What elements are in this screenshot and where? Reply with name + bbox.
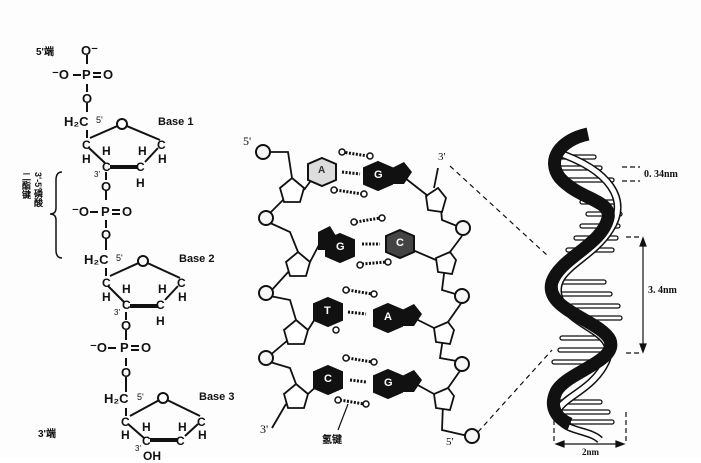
sugar-1-c5-label: 5'	[96, 115, 103, 125]
sugar-3-ch2: H₂C	[104, 391, 129, 406]
sugar-1-o3: O	[101, 179, 112, 194]
sugar-3-c5-label: 5'	[137, 392, 144, 402]
sugar-2-c4: C	[102, 276, 111, 290]
sugar-3-h4: H	[121, 428, 130, 442]
double-helix-panel	[544, 127, 623, 444]
sugar-1-c2: C	[136, 160, 145, 174]
phosphate-groups	[255, 144, 480, 444]
sugar-3-c3-label: 3'	[135, 444, 141, 453]
phosphate-2-o-minus: ⁻O	[72, 204, 89, 219]
sugar-1-c1: C	[157, 138, 166, 152]
sugar-2-o3: O	[121, 318, 132, 333]
sugar-2-h1: H	[178, 290, 187, 304]
sugar-3-c2: C	[176, 434, 185, 448]
measurement-marks	[553, 166, 647, 448]
sugar-2-h2: H	[158, 282, 167, 296]
base-1-label: Base 1	[158, 116, 194, 128]
sugar-2-c1: C	[177, 276, 186, 290]
right-strand-3prime-label: 3'	[438, 151, 446, 163]
chemical-structure-panel	[49, 55, 201, 442]
three-prime-end-label: 3'端	[38, 429, 56, 440]
base-pair-g-c	[318, 214, 415, 269]
phosphate-2-p: P	[101, 204, 110, 219]
base-pair-c-g	[313, 354, 422, 431]
sugar-1-h3: H	[102, 144, 111, 158]
phosphate-3-p: P	[120, 340, 129, 355]
projection-lines	[449, 165, 553, 433]
phosphate-3-o-bridge: O	[121, 365, 132, 380]
phosphate-3-o-double: O	[141, 340, 152, 355]
pair-4-right-base: G	[384, 377, 393, 389]
sugar-1-ch2: H₂C	[64, 114, 89, 129]
sugar-2-c5-label: 5'	[116, 253, 123, 263]
sugar-3-oh: OH	[143, 449, 161, 463]
sugar-1-c3: C	[102, 160, 111, 174]
right-strand-5prime-label: 5'	[446, 436, 454, 448]
phosphate-2-o-double: O	[122, 204, 133, 219]
base-3-label: Base 3	[199, 391, 235, 403]
pair-2-left-base: G	[336, 241, 345, 253]
pair-3-right-base: A	[384, 311, 392, 323]
helix-pitch-label: 3. 4nm	[648, 285, 677, 296]
sugar-2-c3: C	[122, 298, 131, 312]
ring-oxygen-atoms	[116, 118, 169, 404]
sugar-2-c3-label: 3'	[114, 308, 120, 317]
sugar-1-h2: H	[138, 144, 147, 158]
base-pair-t-a	[313, 286, 422, 334]
sugar-2-c2: C	[156, 298, 165, 312]
base-pair-a-g	[307, 148, 412, 198]
phosphate-1-o-top: O⁻	[81, 43, 98, 58]
pair-4-left-base: C	[324, 373, 332, 385]
pair-3-left-base: T	[324, 305, 331, 317]
rise-per-base-label: 0. 34nm	[644, 169, 678, 180]
phosphodiester-bond-label: 3'-5'磷酸 二酯键	[21, 172, 43, 208]
sugar-1-c3-label: 3'	[94, 170, 100, 179]
sugar-3-c4: C	[121, 415, 130, 429]
phosphate-2-o-bridge: O	[101, 227, 112, 242]
sugar-2-h2b: H	[156, 314, 165, 328]
sugar-3-h1: H	[198, 428, 207, 442]
phosphate-1-o-double: O	[103, 67, 114, 82]
sugar-2-ch2: H₂C	[84, 252, 109, 267]
sugar-2-h3: H	[122, 282, 131, 296]
five-prime-end-label: 5'端	[36, 47, 54, 58]
pair-1-right-base: G	[374, 169, 383, 181]
sugar-3-c1: C	[197, 415, 206, 429]
phosphate-1-o-bridge: O	[82, 91, 93, 106]
left-strand-5prime-label: 5'	[243, 134, 252, 148]
sugar-3-c3: C	[142, 434, 151, 448]
sugar-3-h3: H	[142, 420, 151, 434]
sugar-1-h4: H	[82, 152, 91, 166]
pair-1-left-base: A	[318, 165, 326, 176]
helix-diameter-label: 2nm	[582, 447, 600, 457]
phosphate-1-p: P	[82, 67, 91, 82]
sugar-3-h2: H	[178, 420, 187, 434]
left-strand-3prime-label: 3'	[260, 422, 269, 436]
sugar-1-h2b: H	[136, 176, 145, 190]
phosphate-3-o-minus: ⁻O	[90, 340, 107, 355]
sugar-1-h1: H	[158, 152, 167, 166]
sugar-1-c4: C	[82, 138, 91, 152]
pair-2-right-base: C	[396, 237, 404, 249]
hydrogen-bond-label: 氢键	[322, 435, 342, 446]
phosphate-1-o-minus: ⁻O	[52, 67, 69, 82]
base-2-label: Base 2	[179, 253, 215, 265]
sugar-2-h4: H	[102, 290, 111, 304]
